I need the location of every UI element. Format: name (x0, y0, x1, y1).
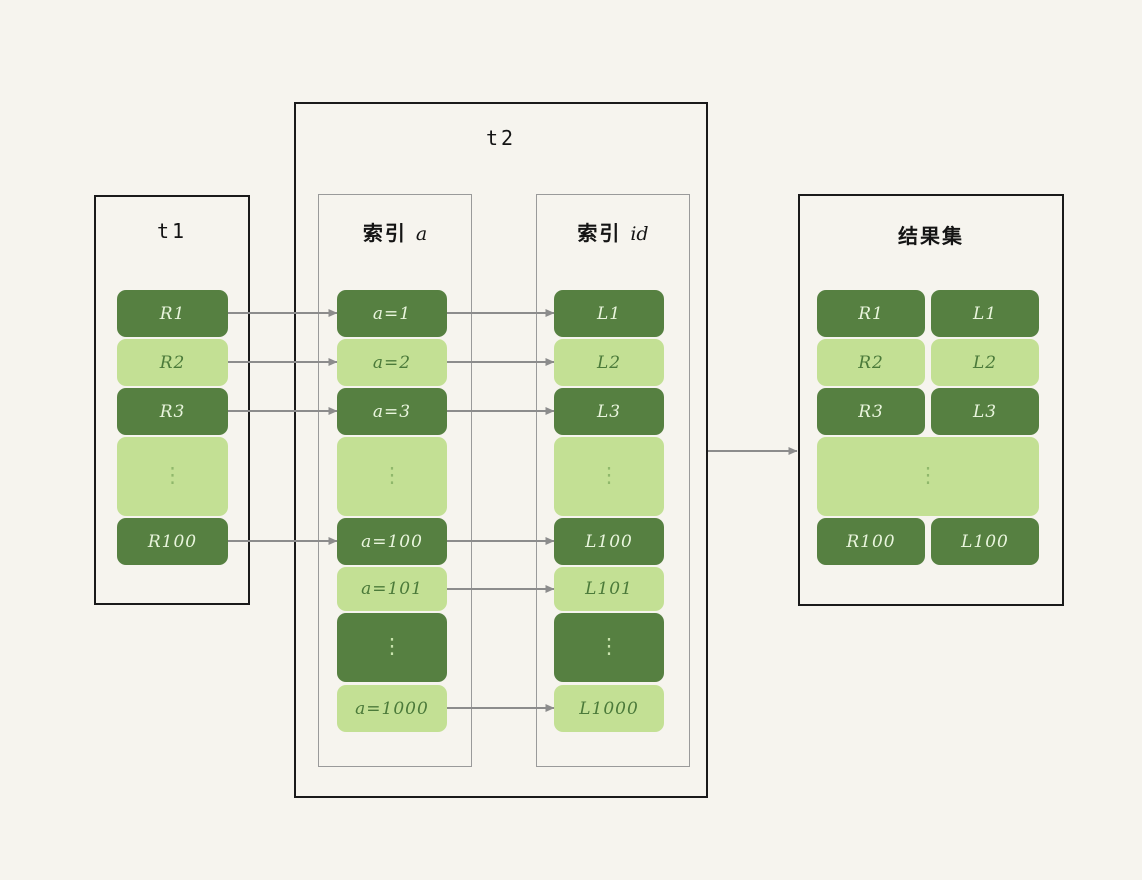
index-a-cell-2[interactable]: a=2 (337, 339, 447, 386)
index-id-cell-ellipsis-bottom-label: ⋮ (598, 633, 620, 658)
index-a-cell-101-label: a=101 (361, 579, 423, 599)
panel-index-a-title-cjk: 索引 (362, 221, 407, 245)
result-cell-r1-label: R1 (858, 303, 884, 324)
panel-result-set-title: 结果集 (898, 224, 964, 248)
t1-cell-r3-label: R3 (159, 401, 186, 422)
result-cell-l3-label: L3 (972, 401, 998, 422)
index-id-cell-l1000-label: L1000 (579, 698, 639, 719)
index-a-cell-ellipsis-top-label: ⋮ (381, 462, 403, 487)
index-id-cell-l101[interactable]: L101 (554, 567, 664, 611)
index-a-cell-ellipsis-top[interactable]: ⋮ (337, 437, 447, 516)
index-id-cell-ellipsis-bottom[interactable]: ⋮ (554, 613, 664, 682)
result-cell-ellipsis[interactable]: ⋮ (817, 437, 1039, 516)
t1-cell-r2[interactable]: R2 (117, 339, 228, 386)
panel-index-id-title-cjk: 索引 (577, 221, 622, 245)
t1-cell-ellipsis-label: ⋮ (162, 462, 183, 487)
index-a-cell-100[interactable]: a=100 (337, 518, 447, 565)
result-cell-l100[interactable]: L100 (931, 518, 1039, 565)
index-id-cell-l100-label: L100 (585, 531, 633, 552)
result-cell-l2[interactable]: L2 (931, 339, 1039, 386)
result-cell-r3[interactable]: R3 (817, 388, 925, 435)
index-id-cell-l1-label: L1 (596, 303, 622, 324)
result-cell-r2-label: R2 (858, 352, 884, 373)
result-cell-l1[interactable]: L1 (931, 290, 1039, 337)
index-id-cell-l3[interactable]: L3 (554, 388, 664, 435)
index-a-cell-ellipsis-bottom-label: ⋮ (381, 633, 403, 658)
result-cell-r100[interactable]: R100 (817, 518, 925, 565)
result-cell-l2-label: L2 (972, 352, 998, 373)
panel-index-a-title-suffix: a (415, 223, 428, 245)
index-id-cell-l101-label: L101 (585, 579, 633, 599)
result-cell-ellipsis-label: ⋮ (917, 462, 939, 487)
result-cell-l100-label: L100 (961, 531, 1009, 552)
panel-index-id-title: 索引 id (537, 217, 689, 246)
index-a-cell-2-label: a=2 (372, 352, 412, 373)
index-a-cell-1000-label: a=1000 (355, 698, 429, 719)
index-id-cell-l1000[interactable]: L1000 (554, 685, 664, 732)
result-cell-r1[interactable]: R1 (817, 290, 925, 337)
index-id-cell-ellipsis-top[interactable]: ⋮ (554, 437, 664, 516)
index-a-cell-3[interactable]: a=3 (337, 388, 447, 435)
index-a-cell-101[interactable]: a=101 (337, 567, 447, 611)
index-id-cell-l2-label: L2 (596, 352, 622, 373)
index-a-cell-1000[interactable]: a=1000 (337, 685, 447, 732)
t1-cell-r100-label: R100 (147, 531, 198, 552)
index-id-cell-l1[interactable]: L1 (554, 290, 664, 337)
t1-cell-r1[interactable]: R1 (117, 290, 228, 337)
result-cell-r100-label: R100 (846, 531, 896, 552)
panel-t1-title: t1 (156, 219, 188, 243)
panel-index-a-title: 索引 a (319, 217, 471, 246)
index-id-cell-l3-label: L3 (596, 401, 622, 422)
result-cell-l3[interactable]: L3 (931, 388, 1039, 435)
t1-cell-ellipsis[interactable]: ⋮ (117, 437, 228, 516)
t1-cell-r3[interactable]: R3 (117, 388, 228, 435)
index-id-cell-l100[interactable]: L100 (554, 518, 664, 565)
index-id-cell-l2[interactable]: L2 (554, 339, 664, 386)
index-a-cell-ellipsis-bottom[interactable]: ⋮ (337, 613, 447, 682)
result-cell-r3-label: R3 (858, 401, 884, 422)
index-a-cell-100-label: a=100 (361, 531, 423, 552)
t1-cell-r2-label: R2 (159, 352, 186, 373)
panel-index-id-title-suffix: id (630, 223, 649, 245)
index-a-cell-1-label: a=1 (372, 303, 412, 324)
t1-cell-r1-label: R1 (159, 303, 186, 324)
result-cell-l1-label: L1 (972, 303, 998, 324)
t1-cell-r100[interactable]: R100 (117, 518, 228, 565)
index-id-cell-ellipsis-top-label: ⋮ (598, 462, 620, 487)
panel-t2-title: t2 (485, 126, 517, 150)
result-cell-r2[interactable]: R2 (817, 339, 925, 386)
index-a-cell-1[interactable]: a=1 (337, 290, 447, 337)
index-a-cell-3-label: a=3 (372, 401, 412, 422)
